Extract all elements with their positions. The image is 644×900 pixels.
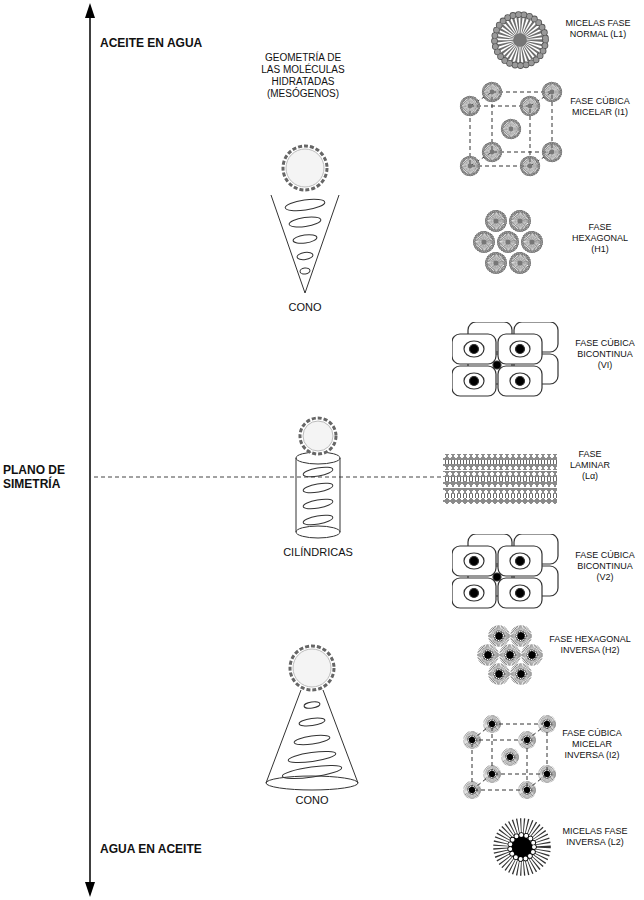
phase-label: FASE CÚBICA MICELAR INVERSA (I2) [558,728,626,760]
lamellar-phase [443,454,557,504]
inverse-micellar-cubic-phase [466,718,554,797]
axis-label: PLANO DE SIMETRÍA [3,463,85,492]
cone-molecule [271,146,339,293]
normal-micelle [495,15,546,66]
phase-label: MICELAS FASE NORMAL (L1) [565,18,631,40]
column-heading: GEOMETRÍA DE LAS MOLÉCULAS HIDRATADAS (M… [257,52,349,100]
phase-label: FASE LAMINAR (Lα) [562,449,618,481]
shape-label: CILÍNDRICAS [273,546,363,559]
axis-arrow [85,3,95,897]
micellar-cubic-phase [461,83,561,175]
phase-label: FASE CÚBICA BICONTINUA (V2) [571,550,639,582]
inverse-hexagonal-phase [481,629,540,682]
bicontinuous-cubic-phase [452,534,558,608]
phase-label: FASE CÚBICA MICELAR (I1) [566,96,634,118]
region-label: ACEITE EN AGUA [100,36,230,50]
bicontinuous-cubic-phase [452,322,558,396]
phase-label: FASE CÚBICA BICONTINUA (VI) [571,338,639,370]
hexagonal-phase [474,211,542,273]
inverted-cone-molecule [266,646,358,790]
shape-label: CONO [275,301,335,314]
region-label: AGUA EN ACEITE [100,842,230,856]
cylinder-molecule [296,418,340,538]
shape-label: CONO [282,794,342,807]
symmetry-line [94,477,441,478]
phase-label: FASE HEXAGONAL INVERSA (H2) [547,634,633,656]
phase-label: FASE HEXAGONAL (H1) [569,222,631,254]
phase-label: MICELAS FASE INVERSA (L2) [559,826,631,848]
inverse-micelle [502,827,542,867]
